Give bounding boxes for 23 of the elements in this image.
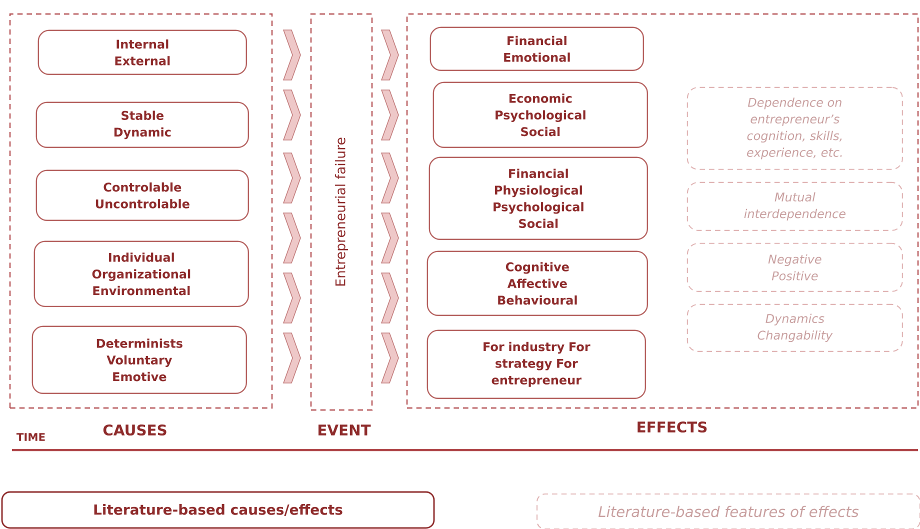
category-box: Financial Emotional xyxy=(430,26,644,71)
category-box: Cognitive Affective Behavioural xyxy=(426,250,648,316)
legend-box: Literature-based features of effects xyxy=(536,493,920,529)
category-box: Determinists Voluntary Emotive xyxy=(32,326,247,394)
chevron-arrow xyxy=(380,30,399,384)
legend-box: Literature-based causes/effects xyxy=(1,491,435,529)
category-box: Individual Organizational Environmental xyxy=(34,240,249,308)
category-box: Stable Dynamic xyxy=(36,102,249,148)
category-box: Controlable Uncontrolable xyxy=(36,170,249,221)
dashed-frame: Entrepreneurial failure xyxy=(310,13,373,411)
category-box: Financial Physiological Psychological Social xyxy=(428,156,648,240)
section-heading: EFFECTS xyxy=(638,421,707,433)
section-heading: EVENT xyxy=(318,424,371,436)
feature-box: Dynamics Changability xyxy=(686,304,903,352)
section-heading: CAUSES xyxy=(103,424,166,436)
feature-box: Mutual interdependence xyxy=(686,182,903,231)
category-box: For industry For strategy For entrepreneur xyxy=(426,330,646,400)
feature-box: Dependence on entrepreneur’s cognition, skills, experience, etc. xyxy=(686,86,903,170)
category-box: Economic Psychological Social xyxy=(432,82,648,148)
axis-label: TIME xyxy=(16,433,45,441)
chevron-arrow xyxy=(282,30,301,384)
feature-box: Negative Positive xyxy=(686,242,903,292)
category-box: Internal External xyxy=(38,30,247,75)
